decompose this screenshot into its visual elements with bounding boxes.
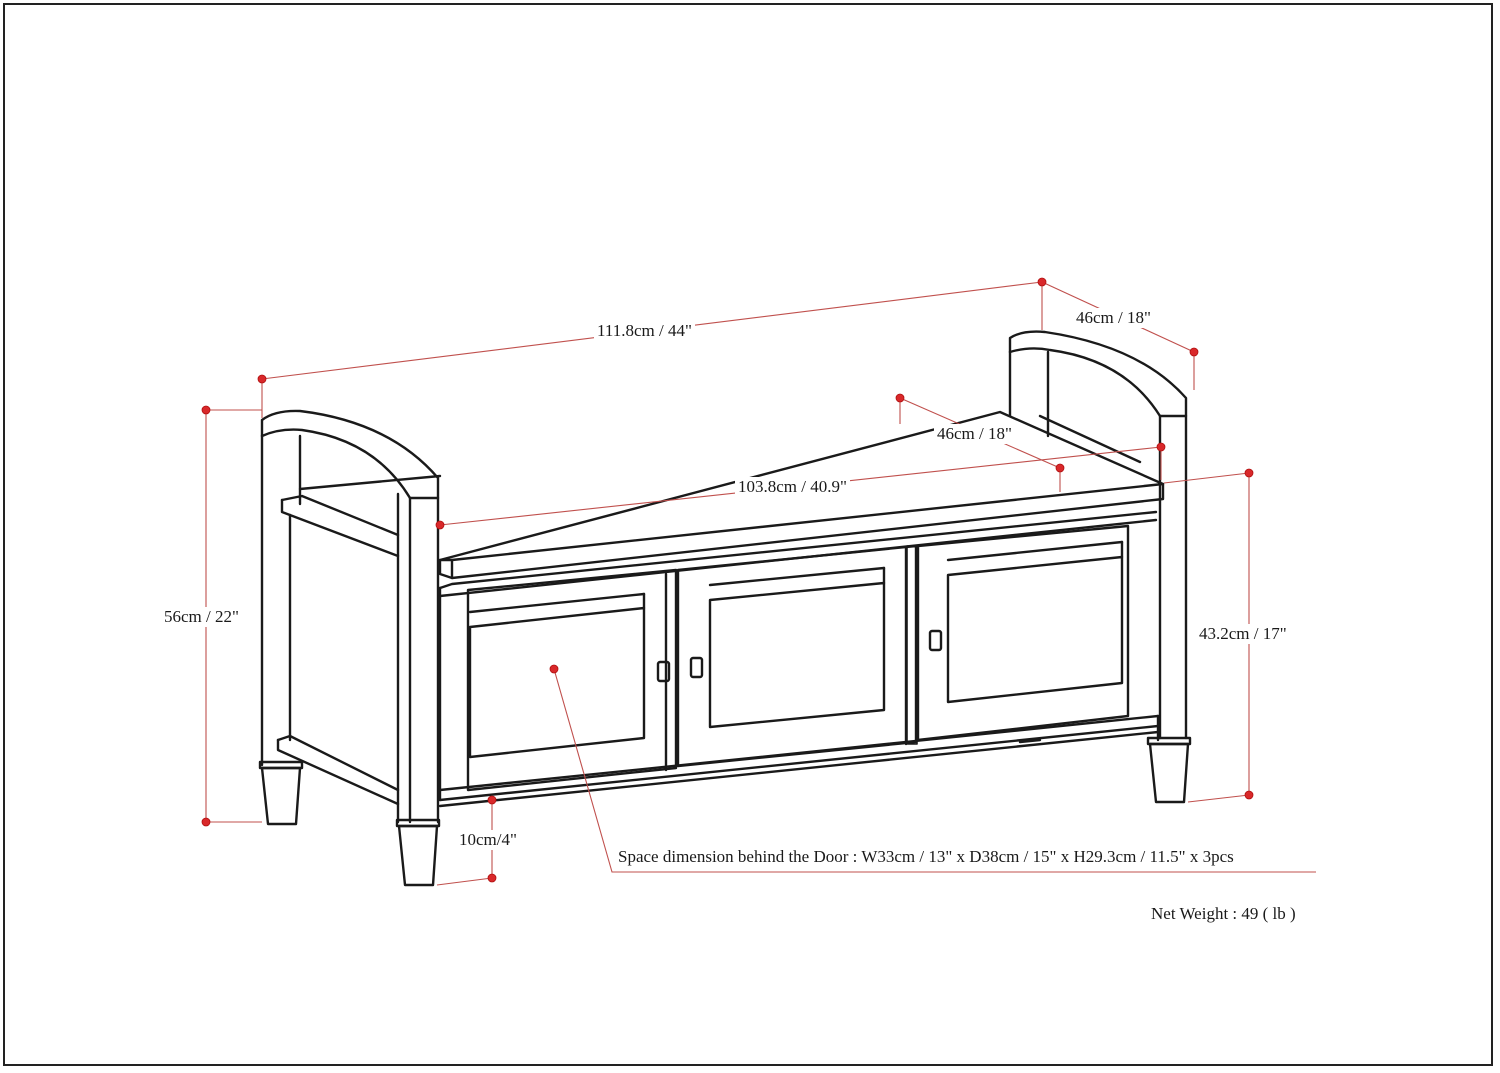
- net-weight-note: Net Weight : 49 ( lb ): [1151, 904, 1296, 923]
- seat-top: [298, 410, 1165, 580]
- space-note-leader: [553, 668, 1316, 873]
- overall-width-label: 111.8cm / 44": [594, 321, 695, 341]
- door-3: [916, 524, 1130, 742]
- left-arm: [260, 409, 440, 824]
- overall-depth-label: 46cm / 18": [1073, 308, 1154, 328]
- space-behind-door-note: Space dimension behind the Door : W33cm …: [618, 847, 1234, 866]
- left-back-leg: [258, 760, 304, 826]
- diagram-border: [3, 3, 1493, 1066]
- seat-height-label: 43.2cm / 17": [1196, 624, 1290, 644]
- left-side-panel: [276, 494, 400, 806]
- seat-width-label: 103.8cm / 40.9": [735, 477, 850, 497]
- dimension-lines: [205, 281, 1316, 886]
- bench-outline: [258, 330, 1192, 887]
- cabinet-front: [438, 510, 1160, 808]
- leg-height-label: 10cm/4": [456, 830, 520, 850]
- door-2: [676, 544, 918, 768]
- right-arm: [1008, 330, 1188, 740]
- dimension-dots: [201, 277, 1254, 883]
- door-1: [466, 568, 678, 792]
- left-front-leg: [395, 818, 441, 887]
- seat-depth-label: 46cm / 18": [934, 424, 1015, 444]
- overall-height-label: 56cm / 22": [161, 607, 242, 627]
- right-front-leg: [1146, 736, 1192, 804]
